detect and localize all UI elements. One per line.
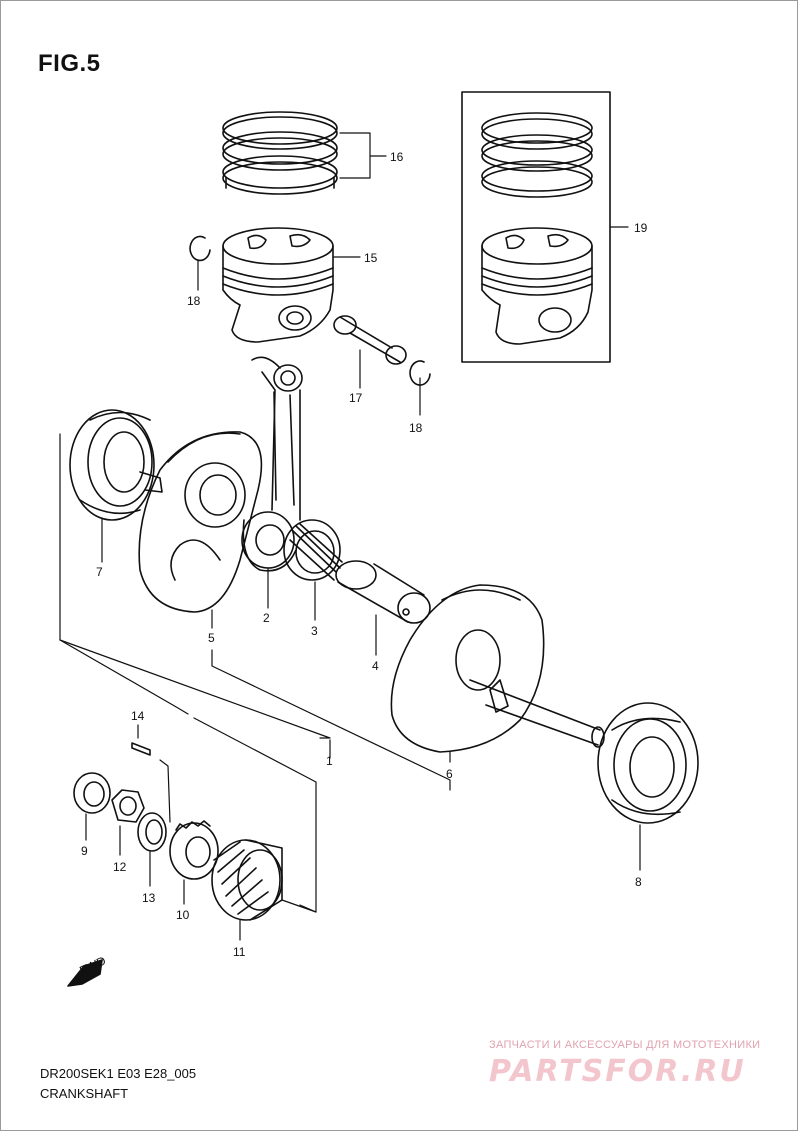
section-name: CRANKSHAFT xyxy=(40,1086,129,1101)
crank-pin xyxy=(335,560,431,624)
piston-pin xyxy=(333,315,407,365)
lock-washer xyxy=(137,812,167,852)
crankshaft-left-web xyxy=(138,431,263,613)
model-code: DR200SEK1 E03 E28_005 xyxy=(40,1066,197,1081)
crank-pin-bearing xyxy=(283,519,343,581)
piston-pin-circlip-right xyxy=(409,360,431,386)
callout-9: 9 xyxy=(81,844,88,858)
callout-19: 19 xyxy=(634,221,648,235)
callout-14: 14 xyxy=(131,709,145,723)
piston-ring-set xyxy=(222,111,338,195)
callout-7: 7 xyxy=(96,565,103,579)
callout-4: 4 xyxy=(372,659,379,673)
fwd-arrow-icon: FWD xyxy=(67,953,108,987)
oil-seal xyxy=(73,772,111,814)
callout-16: 16 xyxy=(390,150,404,164)
callout-11: 11 xyxy=(233,945,246,959)
callout-12: 12 xyxy=(113,860,127,874)
leader-lines xyxy=(59,132,641,941)
crankshaft-right-web xyxy=(390,584,605,753)
callout-15: 15 xyxy=(364,251,378,265)
callout-17: 17 xyxy=(349,391,363,405)
callout-3: 3 xyxy=(311,624,318,638)
callout-13: 13 xyxy=(142,891,156,905)
callout-1: 1 xyxy=(326,754,333,768)
callout-8: 8 xyxy=(635,875,642,889)
piston-pin-circlip-left xyxy=(189,235,211,262)
piston xyxy=(222,227,334,343)
callout-5: 5 xyxy=(208,631,215,645)
main-bearing-right xyxy=(597,702,699,824)
callout-18-left: 18 xyxy=(187,294,201,308)
callout-18-right: 18 xyxy=(409,421,423,435)
figure-title: FIG.5 xyxy=(38,50,101,77)
crankshaft-key xyxy=(131,742,151,756)
watermark-tagline: ЗАПЧАСТИ И АКСЕССУАРЫ ДЛЯ МОТОТЕХНИКИ xyxy=(489,1039,761,1051)
callout-2: 2 xyxy=(263,611,270,625)
primary-drive-gear-small xyxy=(169,820,219,880)
main-bearing-left xyxy=(69,409,163,521)
watermark-logo: PARTSFOR.RU xyxy=(489,1054,746,1089)
callout-6: 6 xyxy=(446,767,453,781)
callout-10: 10 xyxy=(176,908,190,922)
piston-ring-kit-box xyxy=(461,91,611,363)
primary-drive-gear xyxy=(211,839,283,921)
connecting-rod xyxy=(241,356,303,572)
crankshaft-nut xyxy=(111,789,145,823)
